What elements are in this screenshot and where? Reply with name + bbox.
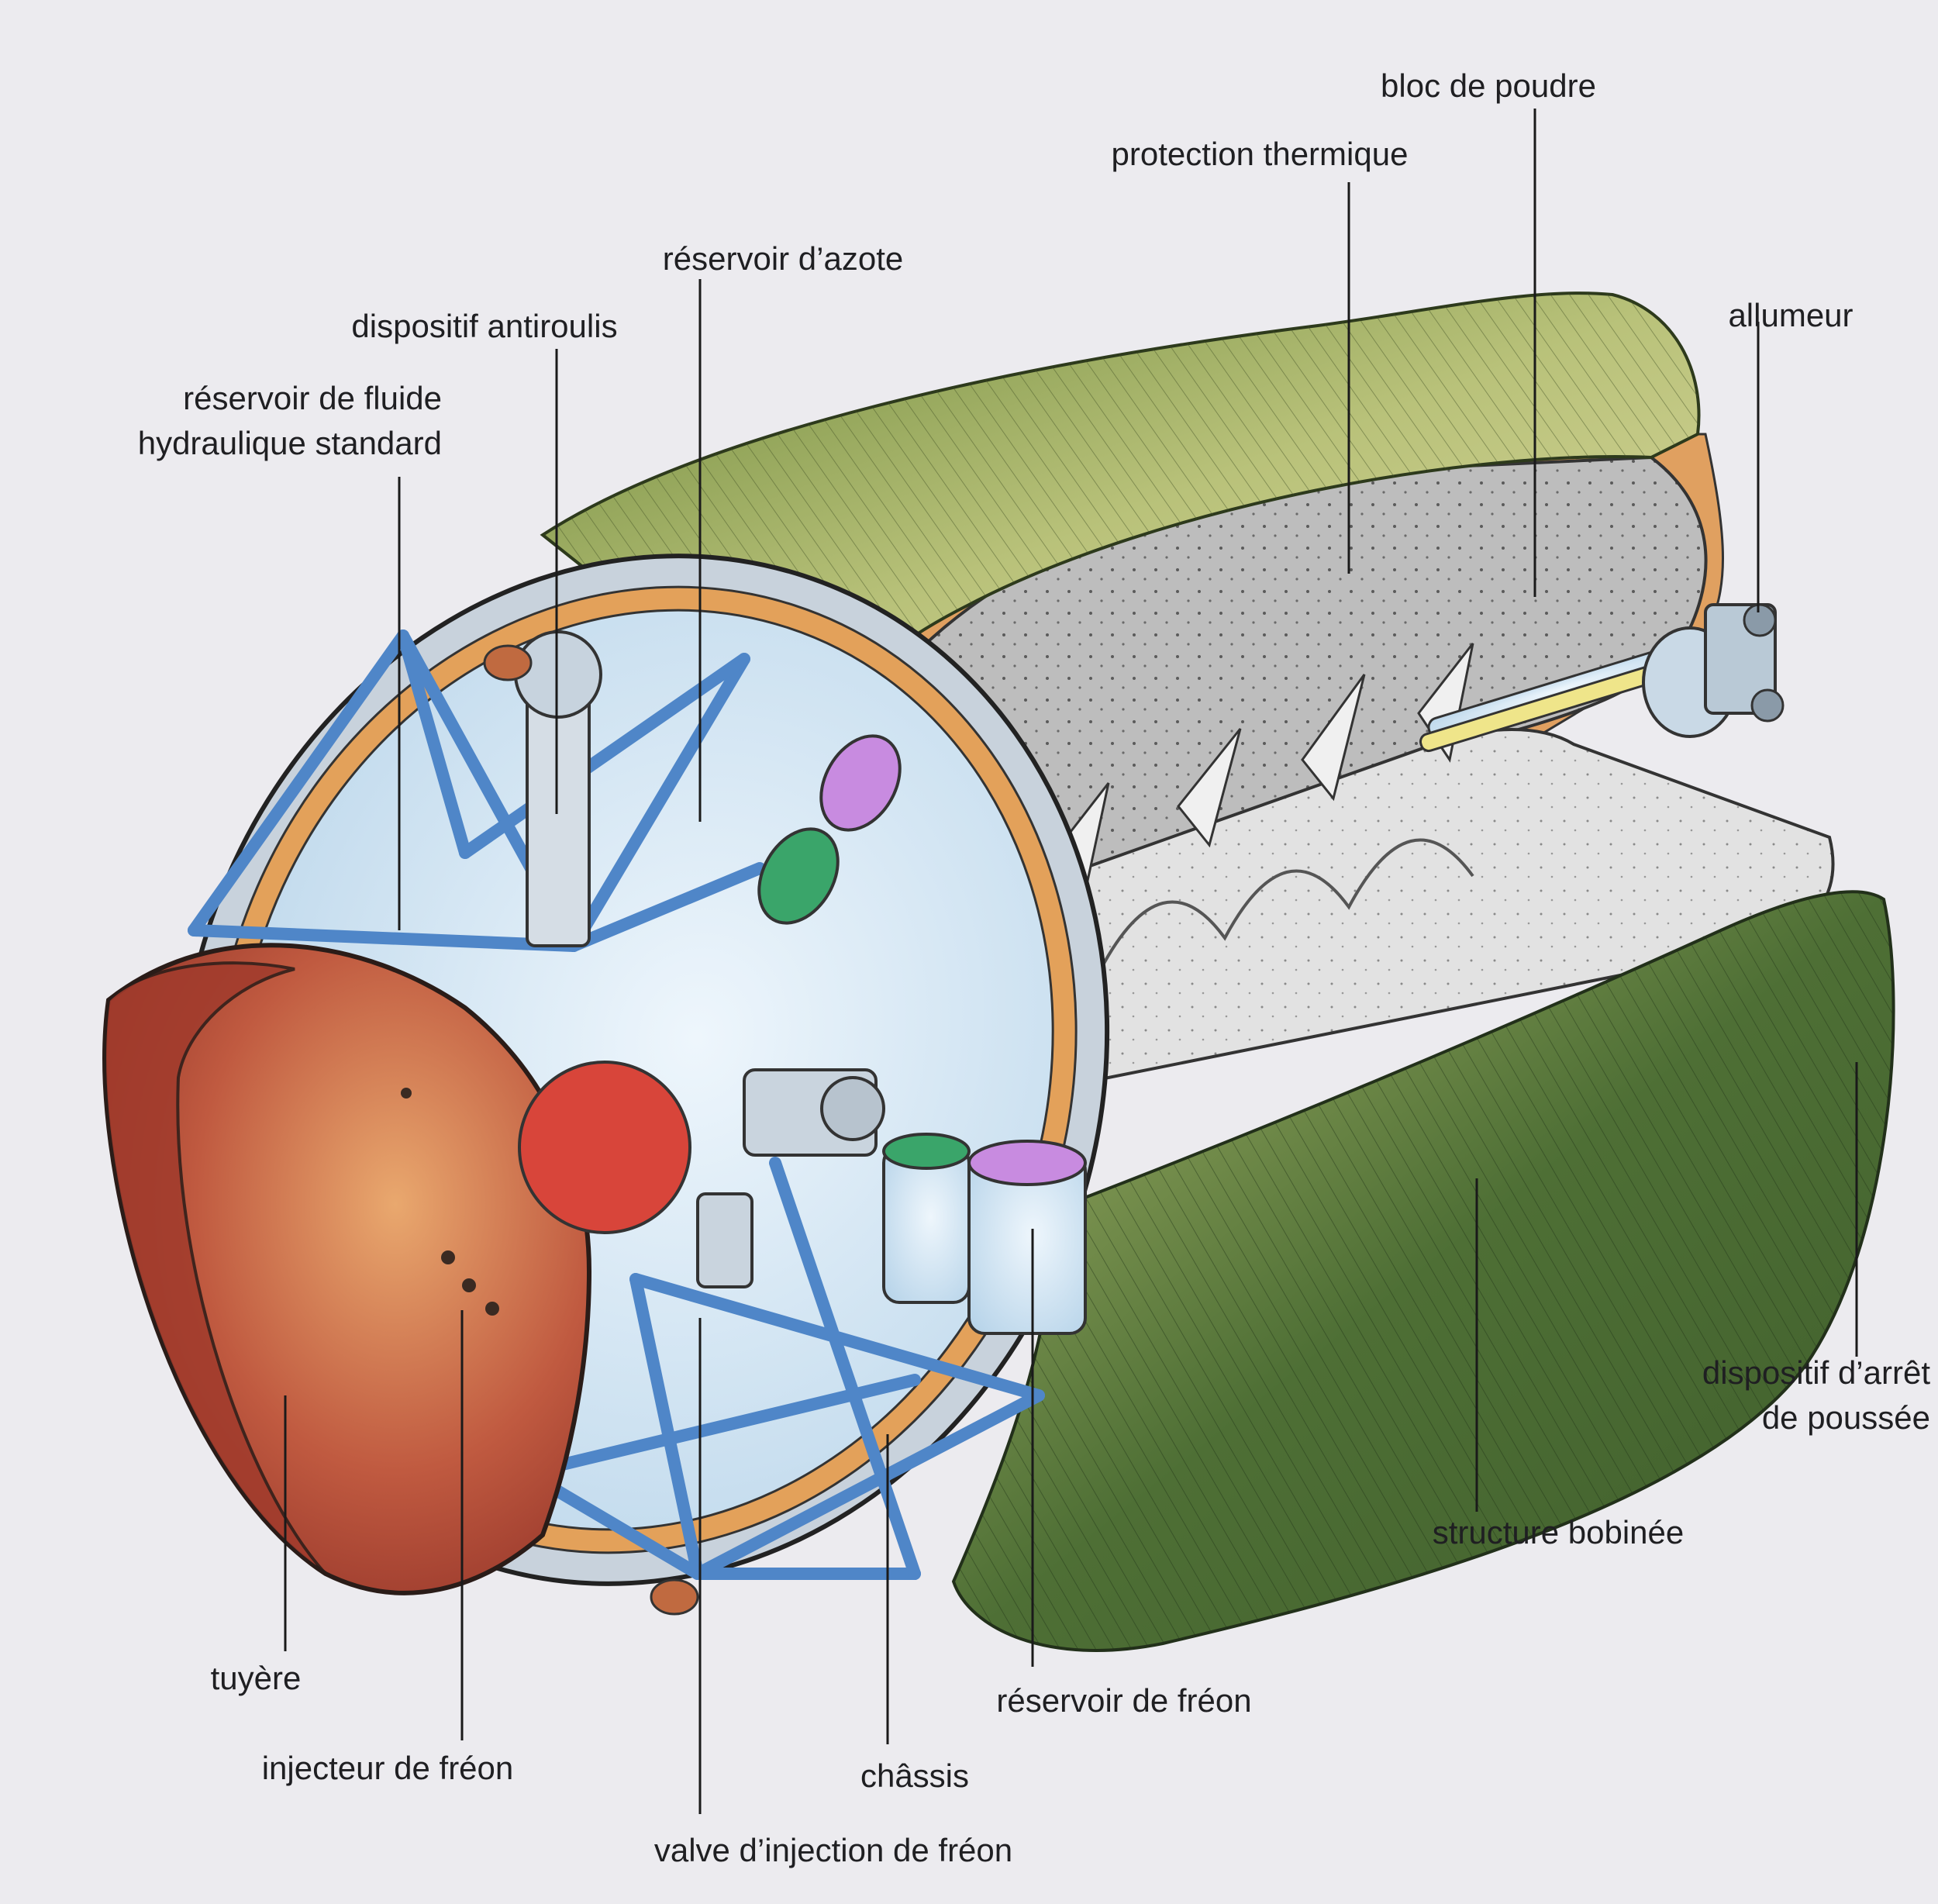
igniter-assembly (1419, 603, 1785, 753)
chassis-frame (188, 629, 1045, 1580)
freon-valve (696, 1068, 885, 1288)
label-chassis: châssis (860, 1757, 970, 1794)
label-bloc-de-poudre: bloc de poudre (1381, 67, 1596, 104)
leader-lines (284, 109, 1858, 1814)
label-valve-injection-freon: valve d’injection de fréon (653, 1832, 1013, 1868)
nitrogen-tank-pipe (882, 1146, 971, 1304)
copper-fitting-bottom (650, 1578, 699, 1616)
anti-roll-column (526, 688, 591, 947)
bottom-casing-winding (953, 892, 1894, 1650)
copper-fitting-top (483, 644, 533, 681)
nozzle-rim (103, 961, 327, 1575)
purple-tank-opening-top (819, 734, 902, 832)
label-allumeur: allumeur (1728, 297, 1854, 333)
label-reservoir-fluide-hydraulique: réservoir de fluide hydraulique standard (137, 380, 442, 461)
label-injecteur-freon: injecteur de fréon (261, 1750, 514, 1786)
freon-tank-top (967, 1140, 1087, 1186)
anti-roll-head (514, 630, 602, 719)
label-protection-thermique: protection thermique (1111, 136, 1409, 172)
label-structure-bobinee: structure bobinée (1432, 1514, 1685, 1550)
label-dispositif-antiroulis: dispositif antiroulis (351, 308, 618, 344)
green-tank-top (882, 1133, 971, 1170)
label-reservoir-freon: réservoir de fréon (996, 1682, 1252, 1719)
label-reservoir-azote: réservoir d’azote (662, 240, 904, 277)
green-tank-opening-top (757, 827, 840, 925)
label-tuyere: tuyère (210, 1660, 302, 1696)
label-dispositif-arret-poussee: dispositif d’arrêt de poussée (1702, 1354, 1930, 1436)
freon-injector-holes (401, 1088, 499, 1316)
combustion-chamber (518, 1061, 691, 1234)
